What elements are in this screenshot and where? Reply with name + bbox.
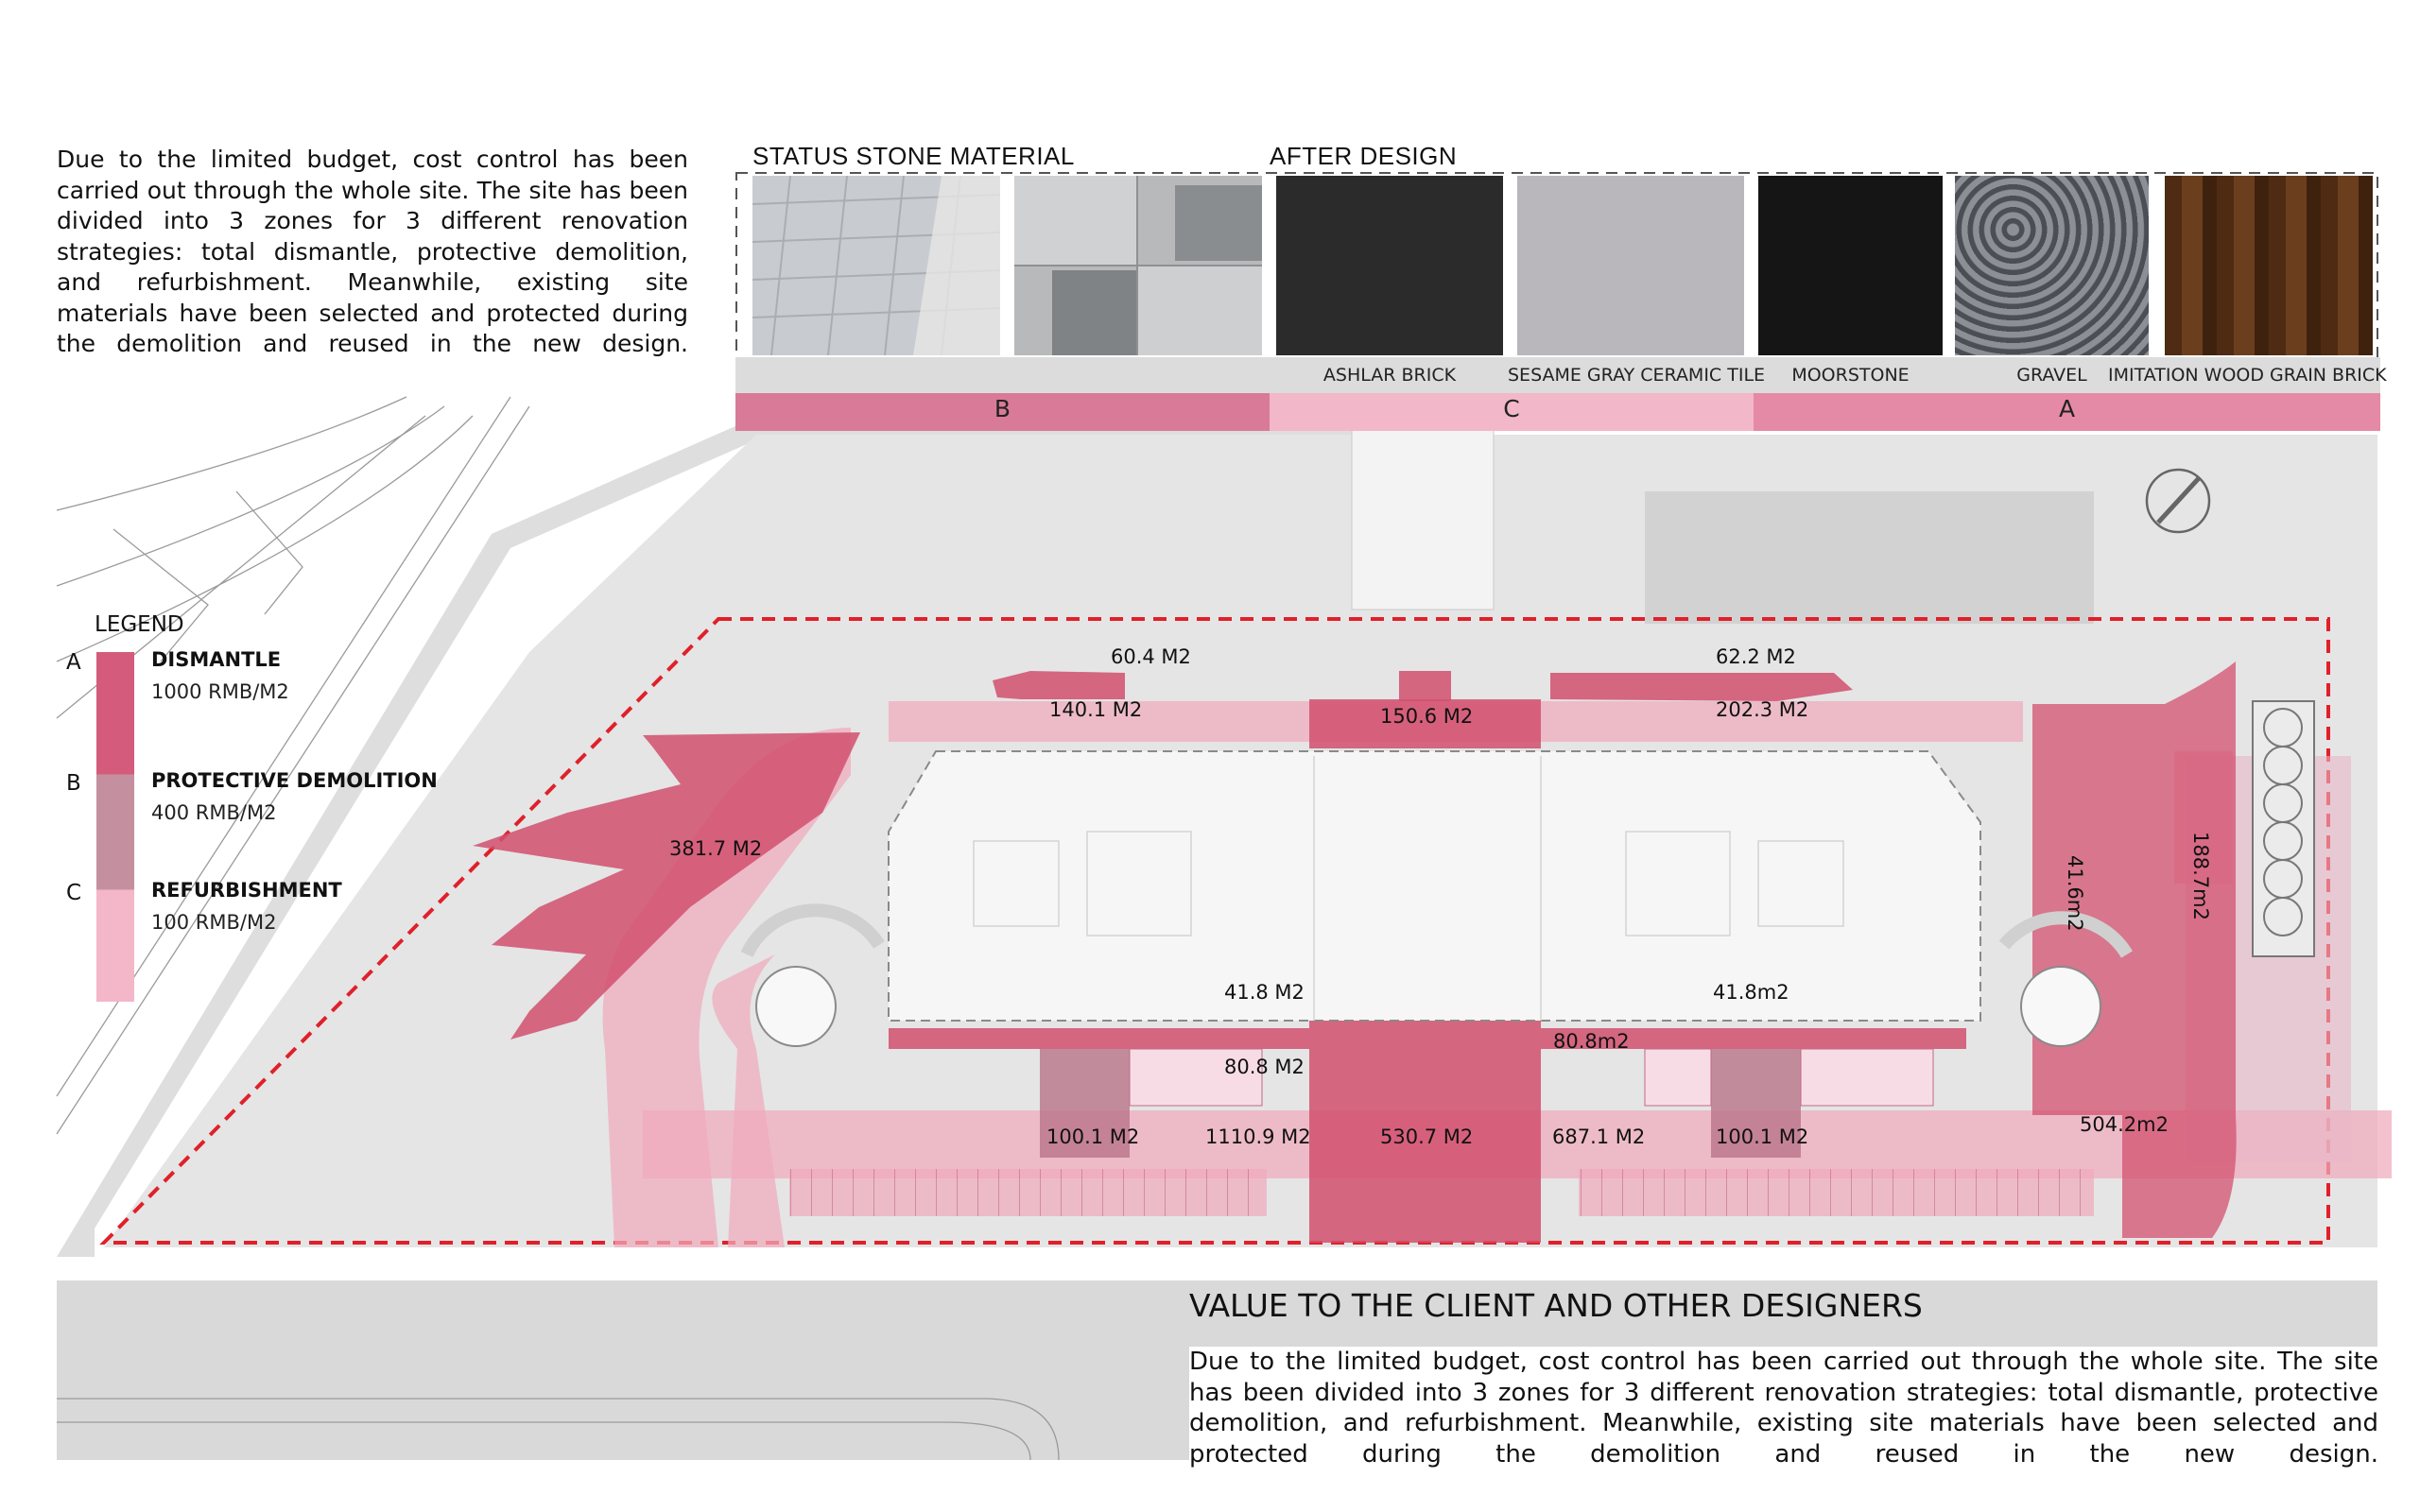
building-interior bbox=[973, 756, 1844, 1021]
area-label: 504.2m2 bbox=[2080, 1113, 2169, 1136]
legend-name-refurbishment: REFURBISHMENT bbox=[151, 879, 342, 902]
parking-column bbox=[2252, 700, 2315, 957]
zone-label-a: A bbox=[2058, 395, 2076, 422]
swatch-label-sesame: SESAME GRAY CERAMIC TILE bbox=[1508, 365, 1766, 386]
area-label: 687.1 M2 bbox=[1552, 1125, 1646, 1148]
legend: LEGEND A DISMANTLE 1000 RMB/M2 B PROTECT… bbox=[57, 605, 454, 1002]
area-label: 100.1 M2 bbox=[1046, 1125, 1140, 1148]
area-label: 188.7m2 bbox=[2189, 832, 2212, 920]
zone-a-areas bbox=[473, 662, 2237, 1243]
intro-paragraph: Due to the limited budget, cost control … bbox=[57, 146, 688, 357]
area-label: 41.8m2 bbox=[1713, 981, 1789, 1004]
area-label: 381.7 M2 bbox=[669, 837, 763, 860]
legend-title: LEGEND bbox=[95, 612, 184, 637]
area-label: 150.6 M2 bbox=[1380, 705, 1474, 728]
swatch-label-ashlar: ASHLAR BRICK bbox=[1322, 365, 1457, 386]
area-label: 80.8 M2 bbox=[1224, 1056, 1305, 1078]
area-label: 41.6m2 bbox=[2064, 855, 2086, 932]
area-label: 1110.9 M2 bbox=[1205, 1125, 1311, 1148]
upper-plaza-right bbox=[1645, 491, 2094, 624]
status-stone-photo-2 bbox=[1014, 176, 1262, 355]
site-boundary bbox=[99, 617, 2330, 1245]
zone-band-c bbox=[1270, 393, 1754, 431]
legend-name-protective: PROTECTIVE DEMOLITION bbox=[151, 769, 438, 792]
area-label: 140.1 M2 bbox=[1049, 698, 1143, 721]
swatch-label-moorstone: MOORSTONE bbox=[1791, 365, 1910, 386]
road-diagonal bbox=[57, 425, 1418, 1257]
swatch-sesame-gray bbox=[1517, 176, 1744, 355]
legend-letter-a: A bbox=[66, 650, 81, 675]
area-label: 41.8 M2 bbox=[1224, 981, 1305, 1004]
area-label: 202.3 M2 bbox=[1716, 698, 1809, 721]
swatch-label-gravel: GRAVEL bbox=[2016, 365, 2087, 386]
legend-price-dismantle: 1000 RMB/M2 bbox=[151, 680, 289, 703]
area-label: 80.8m2 bbox=[1553, 1030, 1630, 1053]
bench-rows bbox=[789, 1169, 2094, 1216]
swatch-ashlar-brick bbox=[1276, 176, 1503, 355]
area-label: 60.4 M2 bbox=[1111, 645, 1191, 668]
legend-letter-c: C bbox=[66, 881, 82, 905]
status-label-strip bbox=[735, 357, 1270, 393]
area-label: 100.1 M2 bbox=[1716, 1125, 1809, 1148]
zone-label-b: B bbox=[994, 395, 1011, 422]
area-label: 530.7 M2 bbox=[1380, 1125, 1474, 1148]
after-design-header: AFTER DESIGN bbox=[1270, 142, 1458, 170]
flower-beds bbox=[1129, 1048, 1934, 1107]
area-label: 62.2 M2 bbox=[1716, 645, 1796, 668]
building bbox=[888, 750, 1981, 1022]
zone-band-b bbox=[735, 393, 1270, 431]
swatch-gravel bbox=[1955, 176, 2149, 355]
swatch-moorstone bbox=[1758, 176, 1943, 355]
value-paragraph: Due to the limited budget, cost control … bbox=[1189, 1347, 2378, 1469]
swatch-wood bbox=[2165, 176, 2373, 355]
legend-letter-b: B bbox=[66, 771, 81, 796]
legend-price-refurbishment: 100 RMB/M2 bbox=[151, 911, 277, 934]
legend-name-dismantle: DISMANTLE bbox=[151, 648, 282, 671]
zone-band-a bbox=[1754, 393, 2380, 431]
swatch-label-wood: IMITATION WOOD GRAIN BRICK bbox=[2108, 365, 2387, 386]
zone-label-c: C bbox=[1503, 395, 1520, 422]
legend-color-bar bbox=[96, 652, 134, 1002]
north-arrow-icon bbox=[2145, 468, 2211, 534]
status-stone-header: STATUS STONE MATERIAL bbox=[752, 142, 1075, 170]
circular-stairs bbox=[740, 903, 2133, 1047]
upper-plaza bbox=[1351, 429, 1495, 610]
swatch-label-strip bbox=[1270, 357, 2380, 393]
status-stone-photo-1 bbox=[752, 176, 1000, 355]
value-title: VALUE TO THE CLIENT AND OTHER DESIGNERS bbox=[1189, 1287, 1923, 1324]
legend-price-protective: 400 RMB/M2 bbox=[151, 801, 277, 824]
